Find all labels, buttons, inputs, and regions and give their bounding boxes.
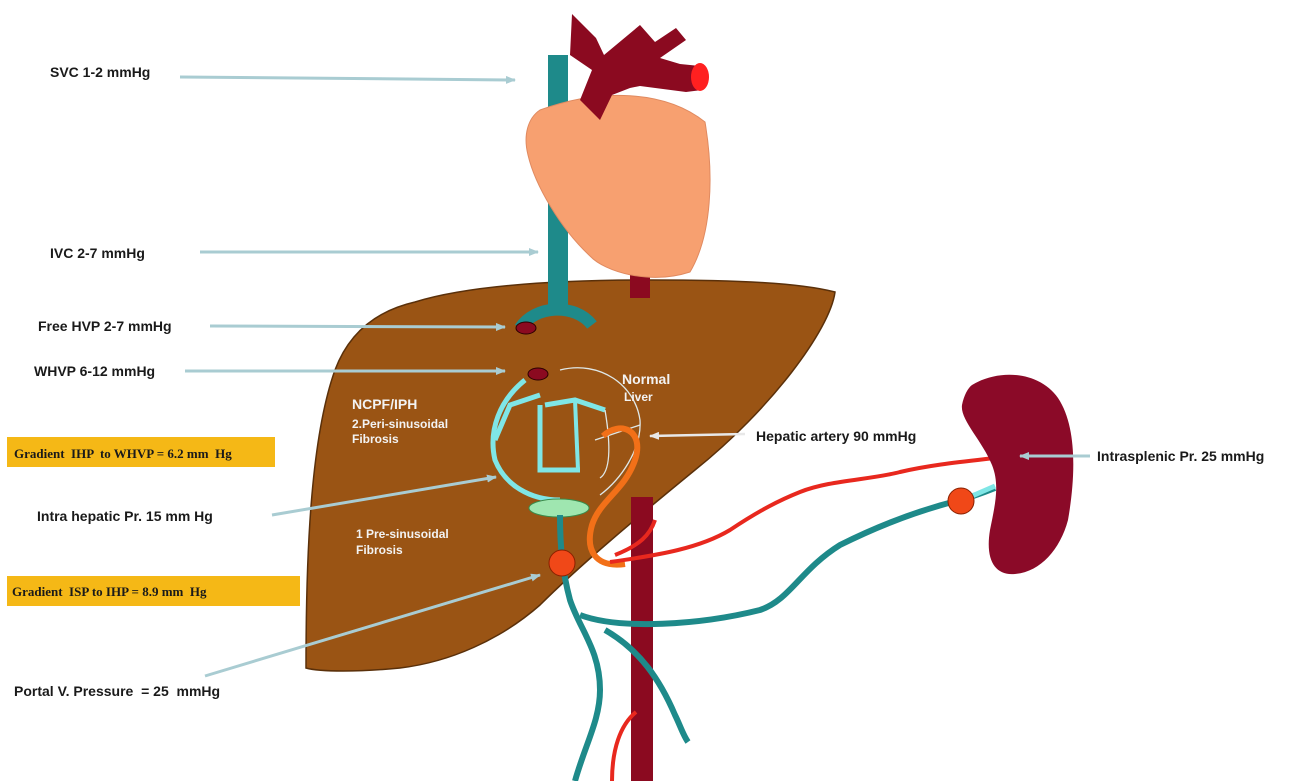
portal-v-label: Portal V. Pressure = 25 mmHg — [14, 683, 220, 699]
svc-arrow — [180, 77, 515, 80]
peri-sinusoidal-fibrosis-label: Fibrosis — [352, 432, 399, 446]
ncpf-label: NCPF/IPH — [352, 396, 417, 412]
intrasplenic-label: Intrasplenic Pr. 25 mmHg — [1097, 448, 1264, 464]
svc-label: SVC 1-2 mmHg — [50, 64, 150, 80]
gradient-isp-ihp-text: Gradient ISP to IHP = 8.9 mm Hg — [12, 584, 207, 599]
free-hvp-arrow — [210, 326, 505, 327]
ivc-label: IVC 2-7 mmHg — [50, 245, 145, 261]
peri-sinusoidal-label: 2.Peri-sinusoidal — [352, 417, 448, 431]
presinusoidal-balloon — [529, 499, 589, 517]
pre-sinusoidal-label: 1 Pre-sinusoidal — [356, 527, 449, 541]
free-hvp-label: Free HVP 2-7 mmHg — [38, 318, 172, 334]
intra-hepatic-label: Intra hepatic Pr. 15 mm Hg — [37, 508, 213, 524]
free-hvp-balloon — [516, 322, 536, 334]
gradient-ihp-whvp-text: Gradient IHP to WHVP = 6.2 mm Hg — [14, 446, 232, 461]
normal-label: Normal — [622, 371, 670, 387]
whvp-label: WHVP 6-12 mmHg — [34, 363, 155, 379]
pre-sinusoidal-fibrosis-label: Fibrosis — [356, 543, 403, 557]
splenic-pressure-point — [948, 488, 974, 514]
hepatic-artery-label: Hepatic artery 90 mmHg — [756, 428, 916, 444]
heart-aortic-opening — [691, 63, 709, 91]
whvp-balloon — [528, 368, 548, 380]
spleen-shape — [962, 375, 1073, 574]
portal-pressure-point — [549, 550, 575, 576]
liver-label: Liver — [624, 390, 653, 404]
